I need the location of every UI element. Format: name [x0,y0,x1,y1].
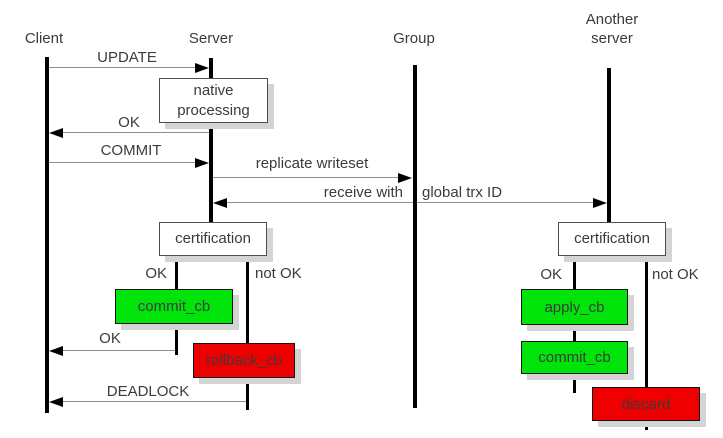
branch-label-left-not-ok: not OK [255,265,302,282]
box-native-processing-line1: native [193,81,234,99]
message-label-ok-commit: OK [99,330,121,347]
arrow-receive-head-right [593,198,607,208]
branch-another-not-ok [645,256,648,430]
arrow-ok-commit-head [49,346,63,356]
lifeline-server [209,58,213,222]
message-label-update: UPDATE [97,49,157,66]
arrow-receive-line [226,202,594,203]
arrow-update-head [195,63,209,73]
actor-label-server: Server [188,30,234,47]
branch-label-right-ok: OK [540,266,562,283]
message-label-global-trx-id: global trx ID [422,184,503,201]
box-commit-cb-left: commit_cb [115,289,233,324]
box-certification-left: certification [159,222,267,256]
box-apply-cb: apply_cb [521,289,628,325]
message-label-replicate-writeset: replicate writeset [255,155,369,172]
arrow-deadlock-head [49,397,63,407]
message-label-receive-with: receive with [323,184,403,201]
box-rollback-cb: rollback_cb [193,343,295,378]
lifeline-client [45,57,49,413]
branch-label-left-ok: OK [145,265,167,282]
actor-label-group: Group [393,30,435,47]
branch-label-right-not-ok: not OK [652,266,699,283]
actor-label-another-line1: Another [585,11,639,28]
arrow-replicate-writeset-line [213,177,400,178]
arrow-receive-head-left [213,198,227,208]
arrow-commit-line [49,162,197,163]
message-label-commit: COMMIT [100,142,162,159]
arrow-ok-commit-line [61,350,175,351]
lifeline-group [413,65,417,408]
arrow-deadlock-line [61,401,246,402]
message-label-ok-native: OK [118,114,140,131]
lifeline-another-server [607,68,611,222]
branch-server-not-ok [246,256,249,410]
arrow-ok-native-line [61,132,209,133]
box-discard: discard [592,387,700,421]
arrow-ok-native-head [49,128,63,138]
box-native-processing-line2: processing [177,101,250,119]
message-label-deadlock: DEADLOCK [106,383,190,400]
box-native-processing: native processing [159,78,268,123]
actor-label-another-line2: server [591,30,633,47]
box-commit-cb-right: commit_cb [521,341,628,374]
box-certification-right: certification [558,222,666,256]
actor-label-another-server: Another server [572,12,652,47]
arrow-commit-head [195,158,209,168]
actor-label-client: Client [24,30,64,47]
arrow-update-line [49,67,197,68]
arrow-replicate-writeset-head [398,173,412,183]
